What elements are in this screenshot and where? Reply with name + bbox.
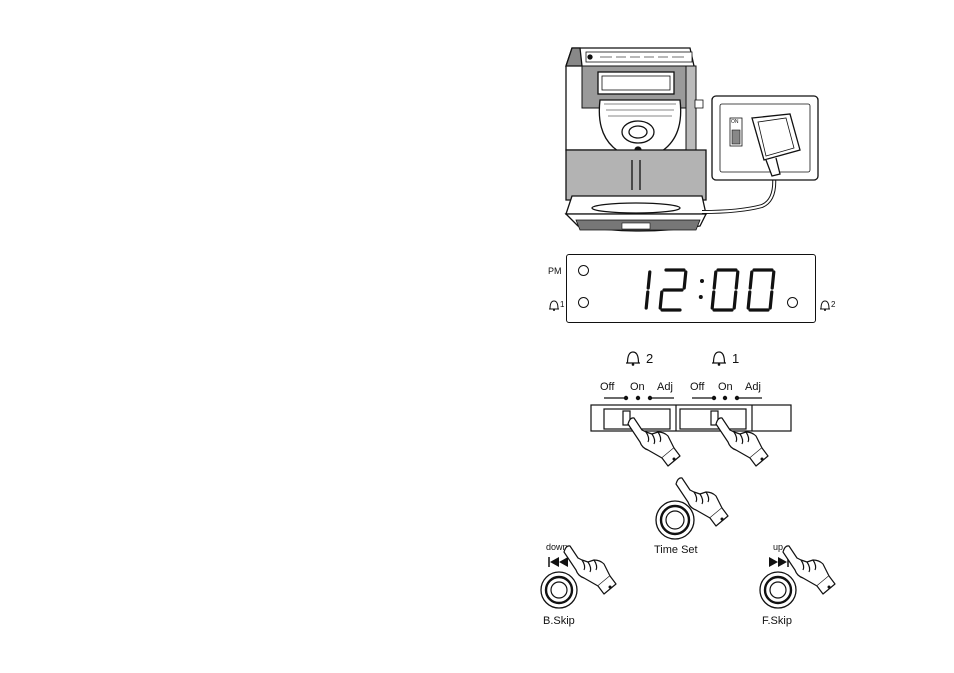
f-skip-label: F.Skip — [762, 615, 792, 627]
hand-pointer-icon — [779, 546, 839, 594]
